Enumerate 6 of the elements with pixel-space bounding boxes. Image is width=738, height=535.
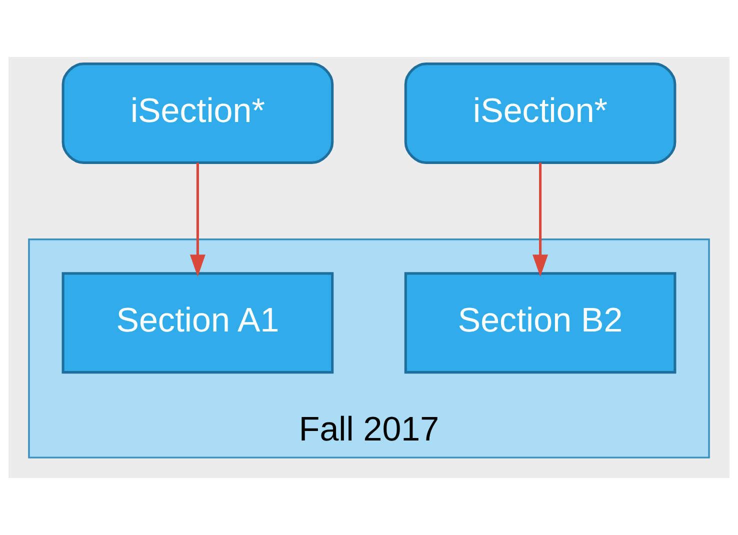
node-box: iSection*: [404, 62, 676, 164]
node-box: Section A1: [62, 272, 334, 374]
arrow: [190, 162, 206, 277]
arrow: [532, 162, 548, 277]
node-box: Section B2: [404, 272, 676, 374]
node-box: iSection*: [62, 62, 334, 164]
